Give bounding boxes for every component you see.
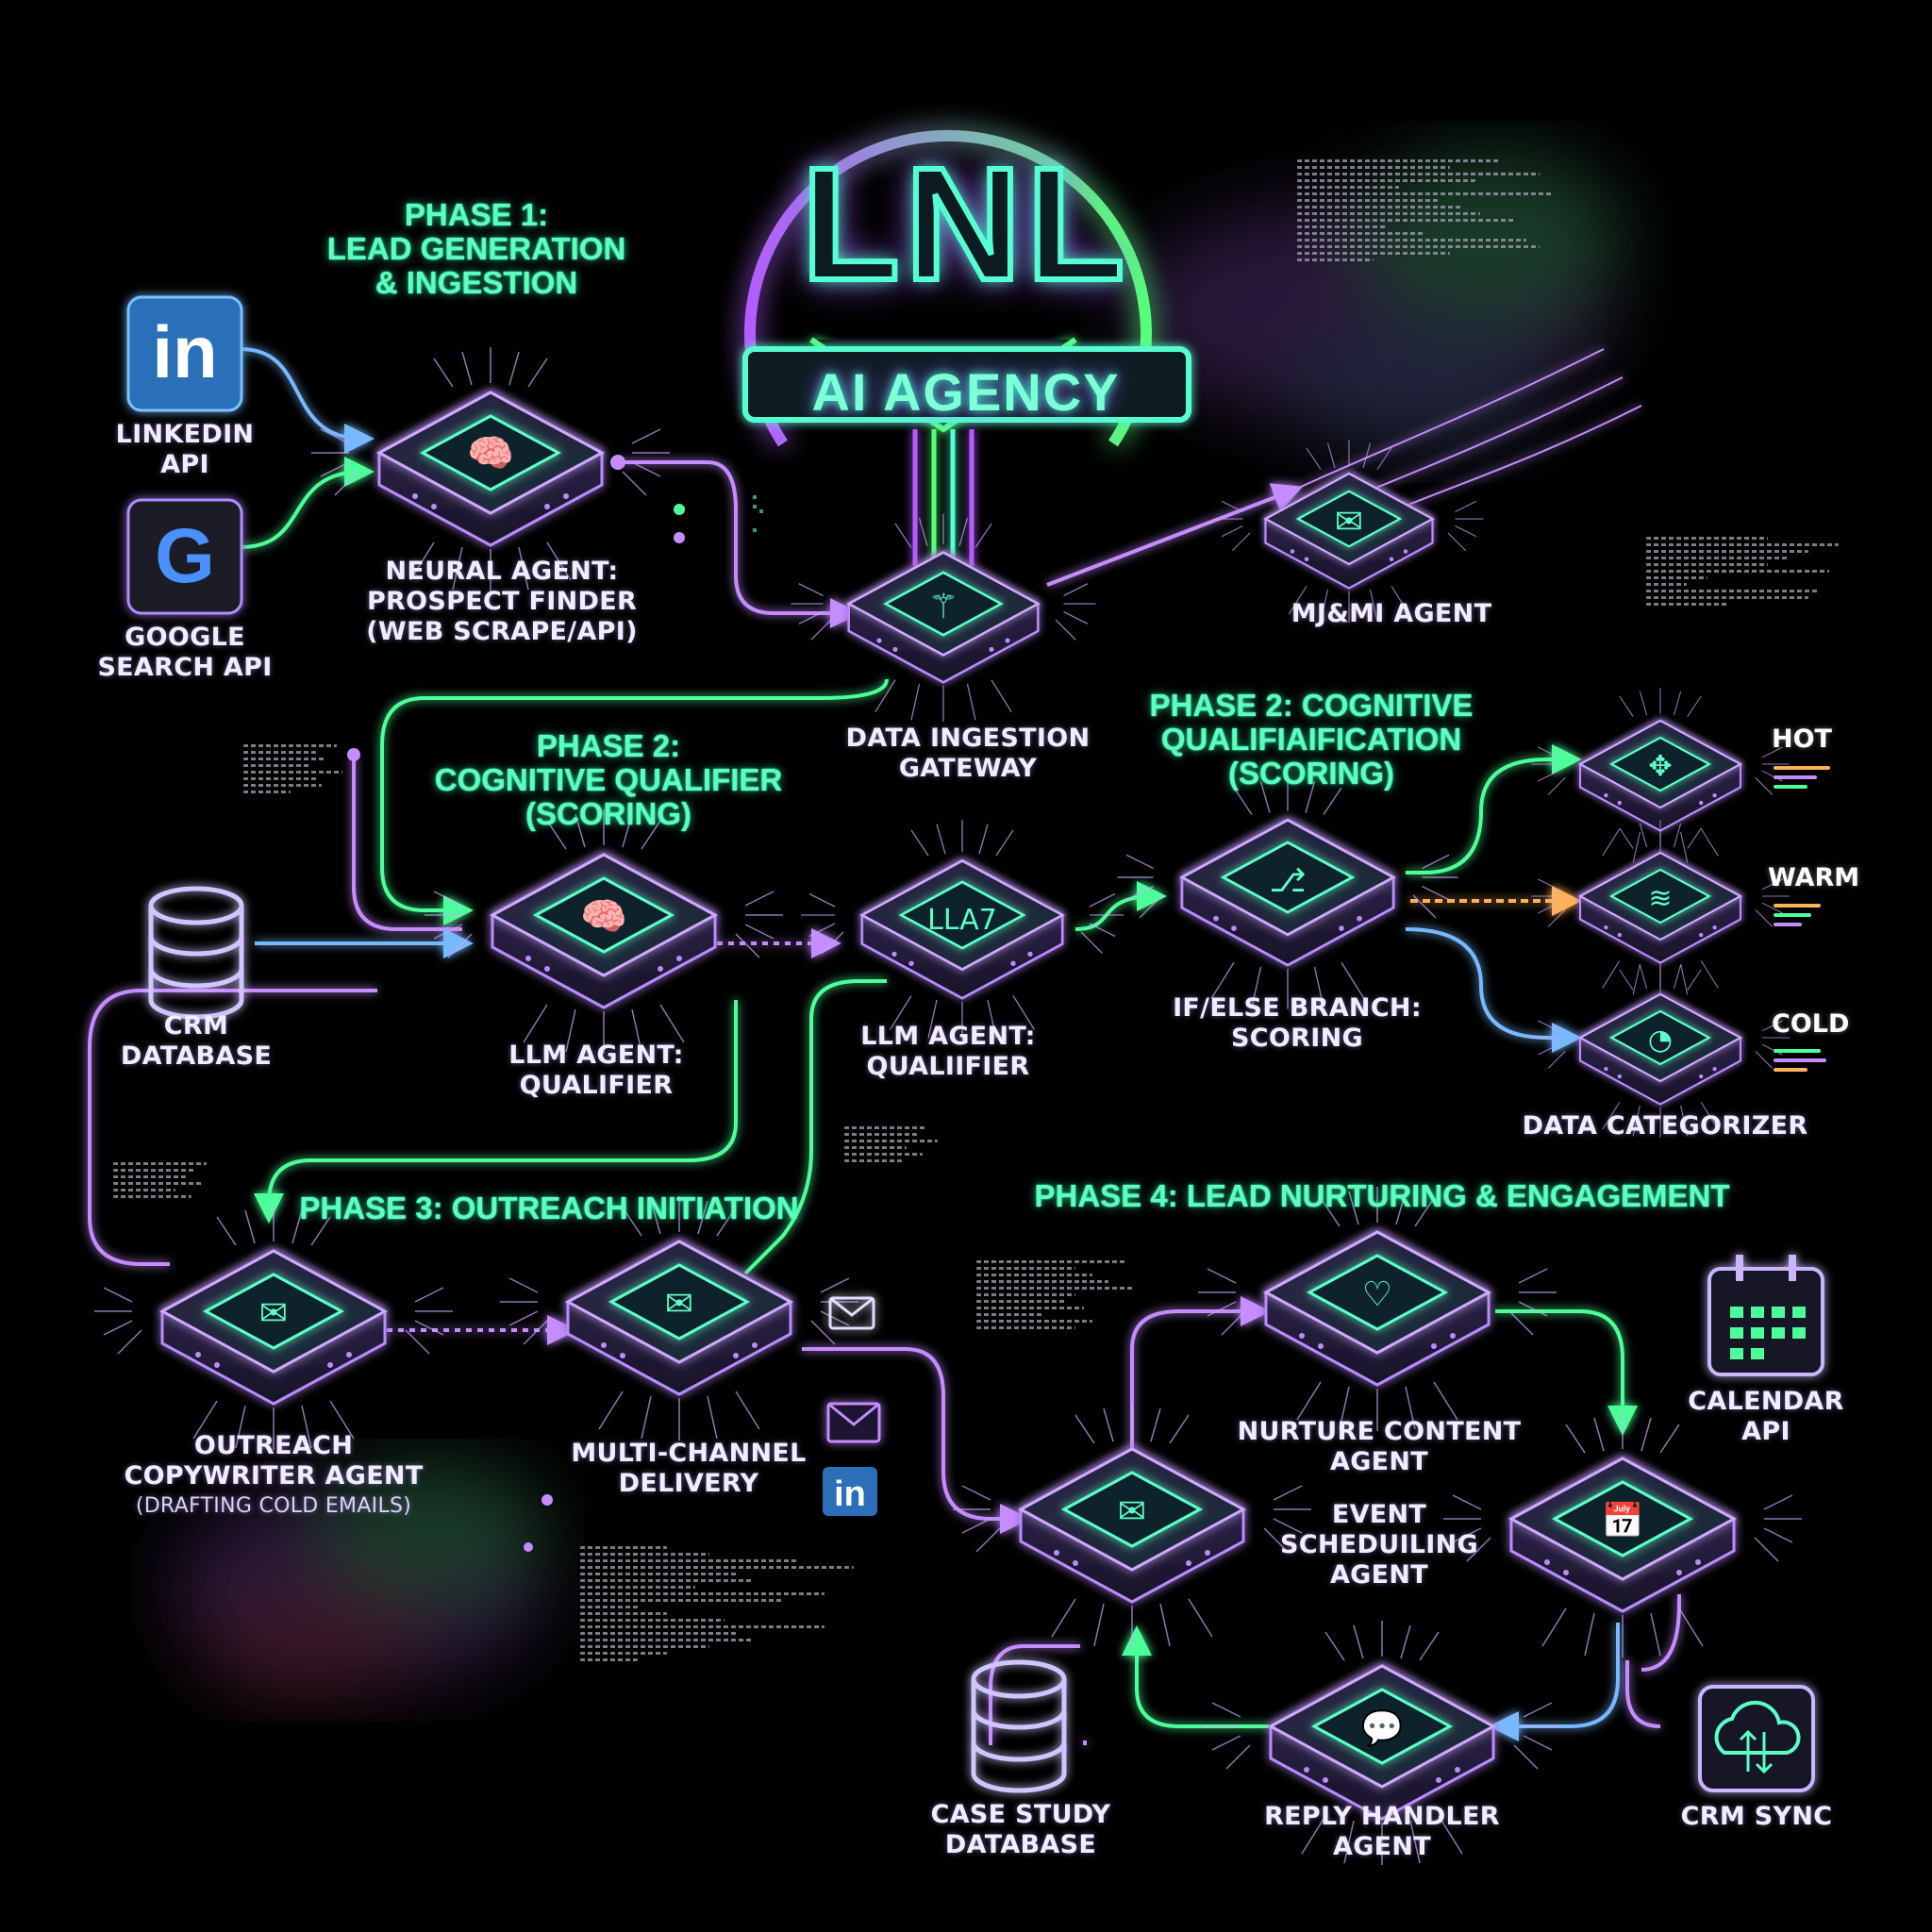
phase-2-title: PHASE 2: COGNITIVE QUALIFIER (SCORING) — [434, 728, 783, 831]
svg-text:LLA7: LLA7 — [927, 904, 997, 937]
calendar-icon — [1707, 1255, 1824, 1376]
svg-text:♡: ♡ — [1362, 1275, 1392, 1314]
svg-text:≋: ≋ — [1648, 882, 1672, 915]
phase-2b-title: PHASE 2: COGNITIVE QUALIFIAIFICATION (SC… — [1149, 688, 1474, 791]
connections — [88, 347, 1681, 1745]
chip-prospect-finder: 🧠 — [311, 347, 670, 591]
tier-hot-label: HOT — [1772, 724, 1832, 754]
svg-text:✉: ✉ — [1118, 1492, 1146, 1531]
svg-text:G: G — [155, 513, 215, 599]
chip-event-sched: 📅 — [1443, 1413, 1802, 1657]
svg-text:🧠: 🧠 — [580, 895, 627, 939]
svg-text:in: in — [152, 310, 217, 393]
linkedin-api-label: LINKEDIN API — [115, 420, 255, 479]
svg-text:⚚: ⚚ — [928, 588, 958, 626]
llm-qualifier-2-label: LLM AGENT: QUALIIFIER — [860, 1022, 1036, 1081]
linkedin-logo-icon: in — [126, 295, 243, 412]
prospect-finder-label: NEURAL AGENT: PROSPECT FINDER (WEB SCRAP… — [366, 557, 638, 646]
chip-mm-agent: ✉ — [1215, 440, 1484, 623]
svg-text:💬: 💬 — [1361, 1708, 1404, 1748]
chip-copywriter: ✉ — [94, 1206, 453, 1450]
ifelse-label: IF/ELSE BRANCH: SCORING — [1173, 993, 1422, 1053]
tier-box-hot: ✥ — [1531, 688, 1790, 863]
crm-sync-label: CRM SYNC — [1680, 1802, 1833, 1831]
brand-subtitle: AI AGENCY — [811, 362, 1121, 422]
cloud-sync-icon — [1698, 1685, 1815, 1792]
svg-text:in: in — [834, 1474, 866, 1514]
event-scheduling-label: EVENT SCHEDUILING AGENT — [1280, 1500, 1478, 1590]
tier-box-cold: ◔ — [1531, 961, 1790, 1137]
code-snippet — [976, 1257, 1141, 1333]
code-snippet — [844, 1123, 948, 1166]
phase-3-title: PHASE 3: OUTREACH INITIATION — [299, 1191, 799, 1225]
svg-text:✥: ✥ — [1648, 750, 1672, 783]
crm-database-label: CRM DATABASE — [120, 1011, 273, 1071]
chip-ifelse: ⎇ — [1118, 777, 1458, 1009]
tier-cold-label: COLD — [1772, 1009, 1850, 1039]
chip-nurture: ♡ — [1198, 1187, 1557, 1431]
svg-text:✉: ✉ — [665, 1285, 693, 1324]
svg-text:📅: 📅 — [1602, 1501, 1644, 1541]
chip-delivery: ✉ — [500, 1196, 858, 1441]
pipe-nodes — [347, 455, 685, 1552]
tier-cold-bars — [1774, 1049, 1830, 1077]
tier-warm-label: WARM — [1768, 863, 1860, 892]
tier-warm-bars — [1774, 904, 1830, 932]
copywriter-label: OUTREACH COPYWRITER AGENT(DRAFTING COLD … — [124, 1431, 423, 1522]
linkedin-small-icon: in — [823, 1467, 877, 1516]
brand-logo: LNL — [799, 132, 1131, 317]
reply-handler-label: REPLY HANDLER AGENT — [1264, 1802, 1500, 1861]
code-snippet — [243, 741, 347, 797]
svg-text:✉: ✉ — [1335, 503, 1363, 541]
chip-reply: 💬 — [1203, 1621, 1561, 1865]
svg-text:⎇: ⎇ — [1269, 862, 1306, 900]
phase-1-title: PHASE 1: LEAD GENERATION & INGESTION — [326, 197, 626, 300]
svg-text:✉: ✉ — [259, 1294, 288, 1333]
google-logo-icon: G — [126, 498, 243, 615]
chip-responder: ✉ — [953, 1404, 1311, 1648]
code-snippet — [580, 1542, 868, 1665]
mm-agent-label: MJ&MI AGENT — [1291, 599, 1492, 628]
chip-llm-qualifier-2: LLA7 — [801, 820, 1124, 1040]
google-search-label: GOOGLE SEARCH API — [97, 623, 273, 682]
tier-box-warm: ≋ — [1531, 820, 1790, 995]
logo-emblem — [742, 129, 1191, 585]
llm-qualifier-1-label: LLM AGENT: QUALIFIER — [508, 1041, 684, 1100]
code-snippet — [1646, 533, 1849, 609]
code-snippet — [113, 1158, 217, 1202]
delivery-label: MULTI-CHANNEL DELIVERY — [571, 1439, 807, 1498]
chip-gateway: ⚚ — [791, 514, 1096, 722]
email-small-icon — [826, 1296, 881, 1443]
calendar-api-label: CALENDAR API — [1688, 1387, 1844, 1446]
phase-4-title: PHASE 4: LEAD NURTURING & ENGAGEMENT — [1034, 1178, 1730, 1213]
nurture-label: NURTURE CONTENT AGENT — [1237, 1417, 1522, 1476]
case-study-database-icon — [971, 1659, 1067, 1793]
chip-llm-qualifier-1: 🧠 — [425, 809, 783, 1054]
svg-text:◔: ◔ — [1648, 1024, 1673, 1057]
crm-database-icon — [148, 886, 244, 1020]
case-study-database-label: CASE STUDY DATABASE — [930, 1800, 1111, 1859]
tier-hot-bars — [1774, 766, 1830, 794]
copywriter-sublabel: (DRAFTING COLD EMAILS) — [135, 1494, 412, 1518]
svg-text:🧠: 🧠 — [467, 432, 514, 475]
categorizer-label: DATA CATEGORIZER — [1522, 1111, 1808, 1141]
smoke-cloud-bottom — [170, 1462, 547, 1698]
code-snippet — [1297, 156, 1552, 265]
gateway-label: DATA INGESTION GATEWAY — [845, 724, 1091, 783]
